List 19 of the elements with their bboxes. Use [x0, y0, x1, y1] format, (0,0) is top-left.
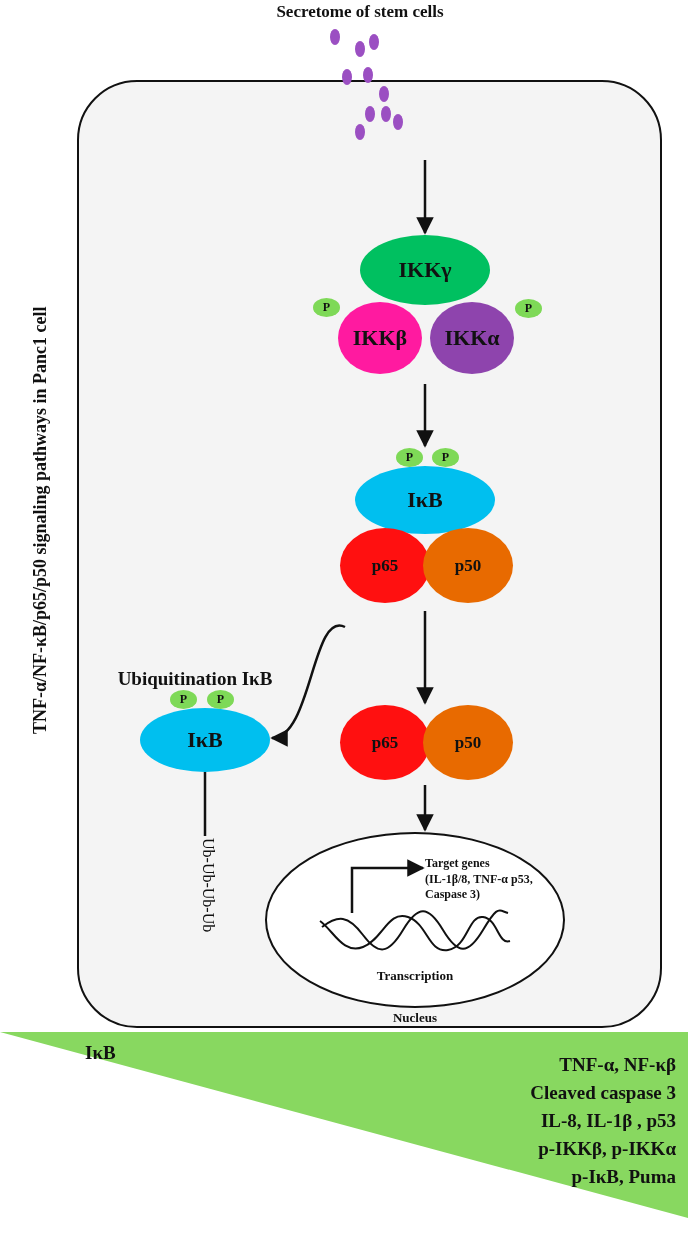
arrow — [416, 785, 434, 832]
nucleus-label: Nucleus — [391, 1010, 439, 1026]
transcription-label: Transcription — [375, 968, 455, 984]
wedge-label: IκB — [85, 1042, 116, 1064]
arrow — [416, 384, 434, 448]
marker-list-item: p-IκB, Puma — [571, 1166, 676, 1188]
cell-title: TNF-α/NF-κB/p65/p50 signaling pathways in Panc1 cell — [30, 305, 51, 736]
marker-list-item: Cleaved caspase 3 — [530, 1082, 676, 1104]
target-genes-label: Target genes (IL-1β/8, TNF-α p53, Caspase 3) — [425, 856, 533, 904]
marker-list-item: p-IKKβ, p-IKKα — [538, 1138, 676, 1160]
connector-line — [203, 772, 207, 836]
heading: Ubiquitination IκB — [116, 668, 274, 690]
marker-list-item: IL-8, IL-1β , p53 — [540, 1110, 676, 1132]
arrow — [416, 611, 434, 705]
ubiquitin-chain-label: Ub-Ub-Ub-Ub — [199, 838, 217, 933]
secretome-label: Secretome of stem cells — [275, 2, 445, 22]
arrow — [416, 160, 434, 235]
arrow — [350, 859, 425, 913]
marker-list-item: TNF-α, NF-κβ — [559, 1054, 676, 1076]
